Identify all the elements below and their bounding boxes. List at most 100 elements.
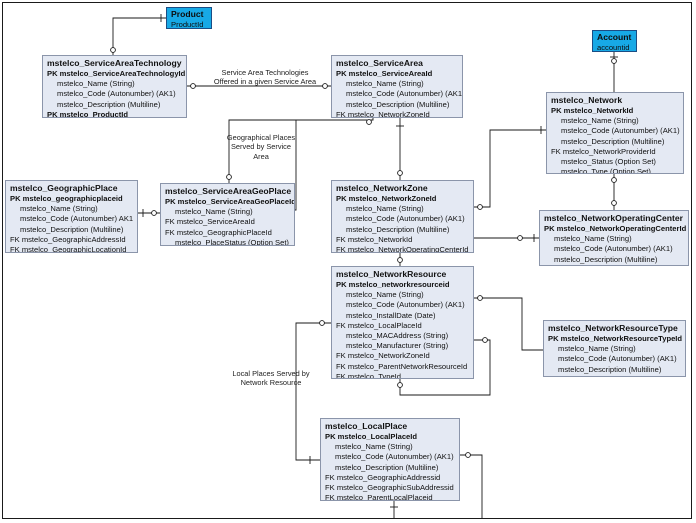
relationship-line-servicearea-geoplace-2	[228, 119, 296, 183]
cardinality-circle	[611, 200, 617, 206]
relationship-label-geo-places-served: Geographical Places Served by Service Ar…	[226, 133, 296, 161]
cardinality-circle	[482, 337, 488, 343]
foreign-key-row: FK mstelco_LocalPlaceId	[336, 320, 422, 330]
attribute-row: mstelco_Code (Autonumber) (AK1)	[346, 300, 465, 310]
foreign-key-row: FK mstelco_NetworkProviderId	[551, 146, 656, 156]
foreign-key-row: FK mstelco_NetworkZoneId	[336, 109, 430, 118]
attribute-row: mstelco_Name (String)	[346, 204, 424, 214]
attribute-row: mstelco_Code (Autonumber) (AK1)	[57, 89, 176, 99]
attribute-row: mstelco_Name (String)	[554, 234, 632, 244]
primary-key-row: PK mstelco_NetworkResourceTypeId	[548, 334, 683, 343]
attribute-row: mstelco_Description (Multiline)	[335, 462, 439, 472]
foreign-key-row: FK mstelco_ServiceAreaId	[165, 217, 255, 227]
attribute-row: mstelco_Description (Multiline)	[554, 254, 658, 264]
cardinality-circle	[465, 452, 471, 458]
cardinality-circle	[517, 235, 523, 241]
account-entity[interactable]: Account accountid	[592, 30, 637, 52]
cardinality-circle	[477, 204, 483, 210]
entity-title: mstelco_ServiceAreaGeoPlace	[165, 186, 292, 196]
attribute-row: mstelco_Description (Multiline)	[561, 136, 665, 146]
foreign-key-row: FK mstelco_ParentLocalPlaceid	[325, 493, 433, 501]
cardinality-circle	[477, 295, 483, 301]
relationship-label-technologies-in-area: Service Area Technologies Offered in a g…	[213, 68, 317, 87]
entity-title: Product	[171, 9, 204, 19]
cardinality-circle	[611, 58, 617, 64]
foreign-key-row: FK mstelco_GeographicSubAddressid	[325, 483, 454, 493]
attribute-row: mstelco_Name (String)	[561, 116, 639, 126]
foreign-key-row: FK mstelco_GeographicPlaceId	[165, 227, 272, 237]
attribute-row: mstelco_Name (String)	[57, 79, 135, 89]
relationship-line-localplace-resource	[295, 322, 331, 461]
foreign-key-row: FK mstelco_ParentNetworkResourceId	[336, 361, 468, 371]
attribute-row: mstelco_Description (Multiline)	[57, 99, 161, 109]
attribute-row: mstelco_InstallDate (Date)	[346, 310, 436, 320]
cardinality-circle	[397, 257, 403, 263]
attribute-row: mstelco_Name (String)	[335, 442, 413, 452]
attribute-row: mstelco_Name (String)	[20, 204, 98, 214]
cardinality-circle	[319, 320, 325, 326]
entity-title: mstelco_NetworkZone	[336, 183, 428, 193]
cardinality-circle	[397, 170, 403, 176]
attribute-row: mstelco_Code (Autonumber) (AK1)	[561, 126, 680, 136]
entity-key: accountid	[597, 42, 630, 52]
foreign-key-row: FK mstelco_TypeId	[336, 371, 401, 379]
cardinality-circle	[110, 47, 116, 53]
foreign-key-row: FK mstelco_GeographicLocationId	[10, 245, 127, 253]
cardinality-circle	[226, 174, 232, 180]
attribute-row: mstelco_Description (Multiline)	[558, 364, 662, 374]
attribute-row: mstelco_Description (Multiline)	[346, 224, 450, 234]
entity-title: mstelco_ServiceArea	[336, 58, 423, 68]
attribute-row: mstelco_Name (String)	[558, 344, 636, 354]
entity-title: mstelco_Network	[551, 95, 623, 105]
attribute-row: mstelco_MACAddress (String)	[346, 331, 449, 341]
relationship-line-product-technology	[112, 17, 166, 55]
primary-key-row: PK mstelco_ServiceAreaTechnologyId	[47, 69, 186, 78]
cardinality-circle	[322, 83, 328, 89]
attribute-row: mstelco_Code (Autonumber) (AK1)	[554, 244, 673, 254]
primary-key-row: PK mstelco_NetworkOperatingCenterId	[544, 224, 687, 233]
primary-key-row: PK mstelco_ServiceAreaId	[336, 69, 433, 78]
primary-key-row: PK mstelco_NetworkZoneId	[336, 194, 437, 203]
entity-title: mstelco_NetworkResourceType	[548, 323, 678, 333]
entity-key: ProductId	[171, 19, 204, 29]
cardinality-circle	[397, 382, 403, 388]
cardinality-circle	[611, 177, 617, 183]
attribute-row: mstelco_Name (String)	[346, 290, 424, 300]
entity-title: mstelco_NetworkResource	[336, 269, 447, 279]
relationship-line-localplace-self	[460, 454, 483, 519]
product-entity[interactable]: Product ProductId	[166, 7, 212, 29]
primary-key-row: PK mstelco_LocalPlaceId	[325, 432, 418, 441]
primary-key-row: PK mstelco_ProductId	[47, 109, 129, 118]
primary-key-row: PK mstelco_NetworkId	[551, 106, 634, 115]
attribute-row: mstelco_Code (Autonumber) (AK1)	[335, 452, 454, 462]
entity-title: mstelco_NetworkOperatingCenter	[544, 213, 683, 223]
cardinality-circle	[366, 119, 372, 125]
foreign-key-row: FK mstelco_NetworkZoneId	[336, 351, 430, 361]
attribute-row: mstelco_PlaceStatus (Option Set)	[175, 237, 289, 246]
primary-key-row: PK mstelco_networkresourceid	[336, 280, 450, 289]
attribute-row: mstelco_Code (Autonumber) (AK1)	[346, 214, 465, 224]
entity-title: mstelco_GeographicPlace	[10, 183, 118, 193]
foreign-key-row: FK mstelco_NetworkOperatingCenterId	[336, 245, 469, 253]
entity-title: Account	[597, 32, 632, 42]
foreign-key-row: FK mstelco_GeographicAddressId	[10, 234, 126, 244]
attribute-row: mstelco_Description (Multiline)	[346, 99, 450, 109]
attribute-row: mstelco_Code (Autonumber) AK1	[20, 214, 134, 224]
attribute-row: mstelco_Description (Multiline)	[20, 224, 124, 234]
primary-key-row: PK mstelco_ServiceAreaGeoPlaceId	[165, 197, 295, 206]
relationship-line-network-zone	[474, 129, 546, 208]
attribute-row: mstelco_Manufacturer (String)	[346, 341, 449, 351]
